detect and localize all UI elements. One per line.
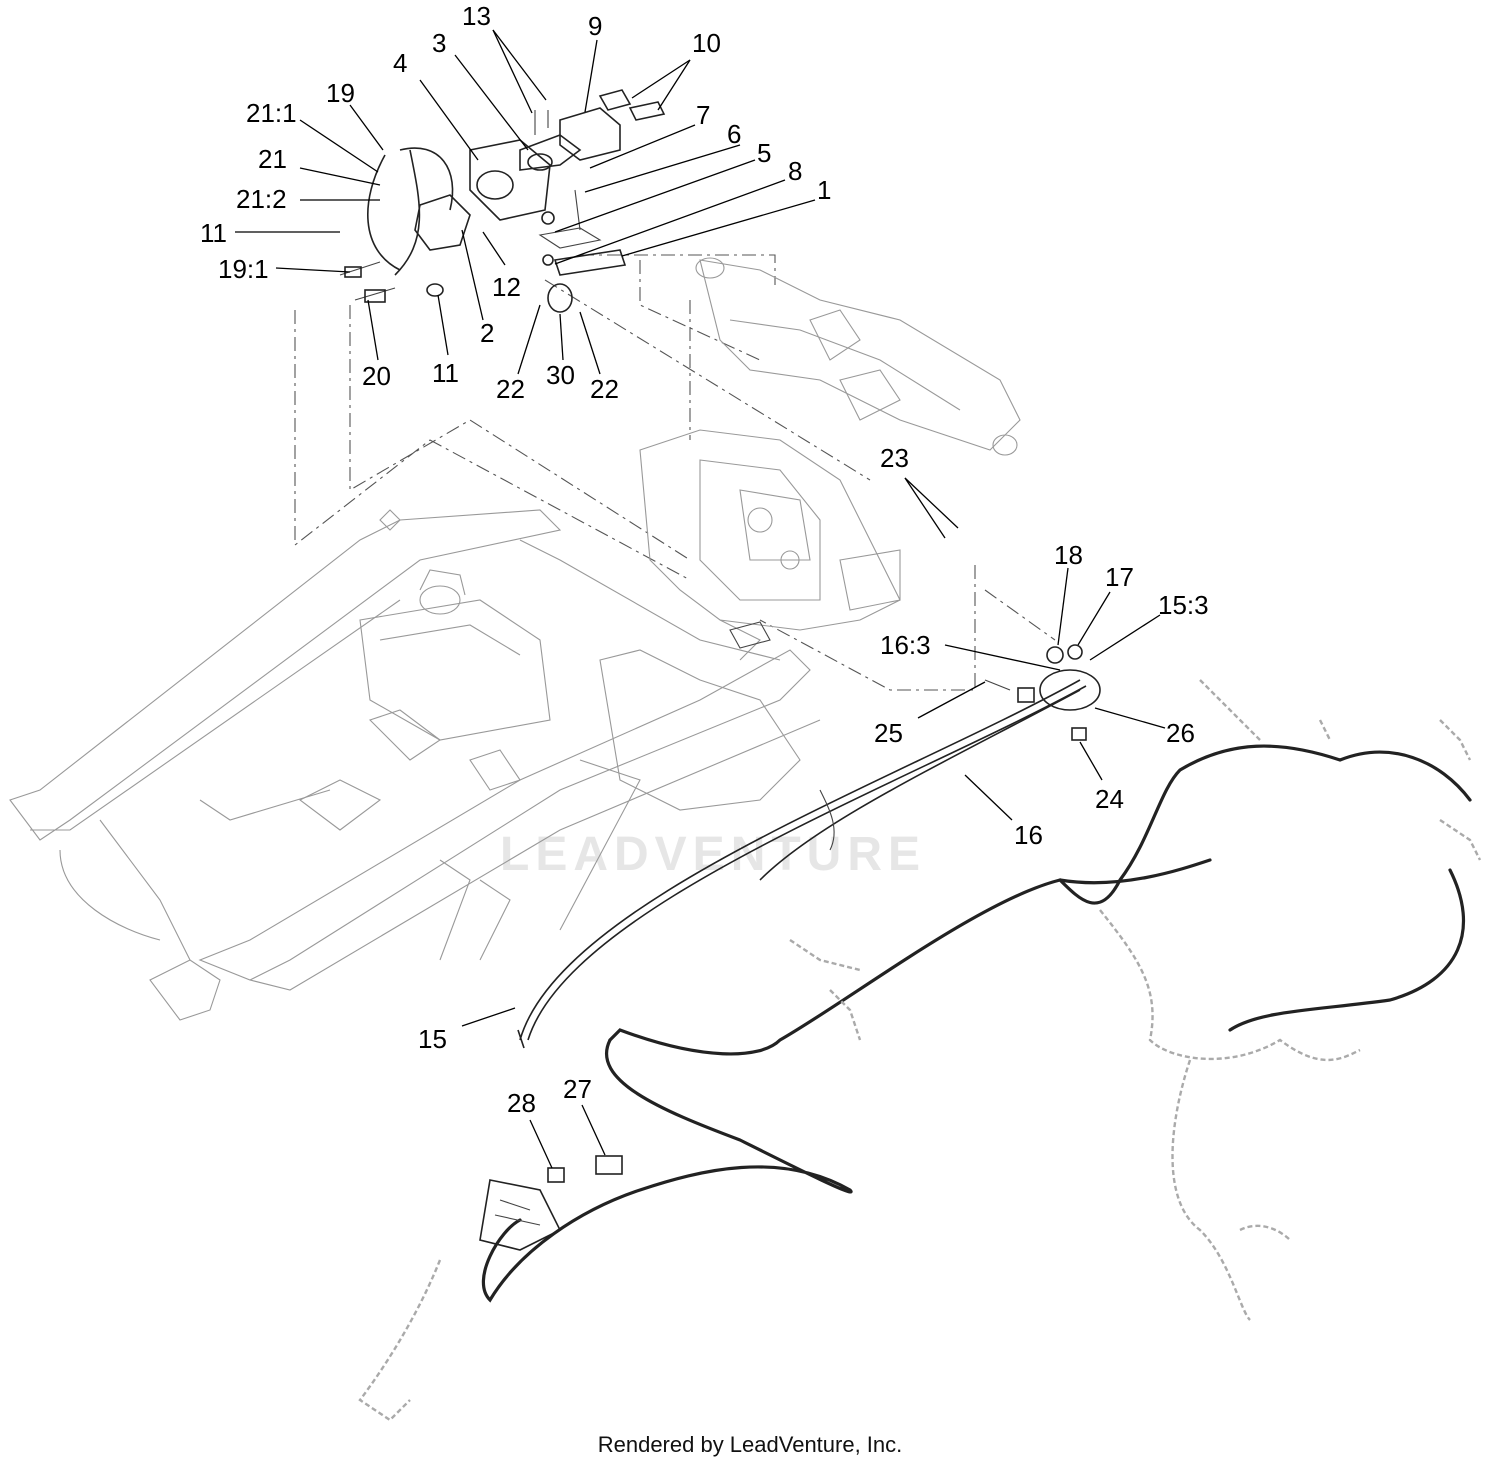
- callout-10: 10: [692, 28, 721, 58]
- wiring-harness: [358, 679, 1482, 1422]
- transmission: [639, 429, 901, 631]
- callout-1: 1: [817, 175, 831, 205]
- callout-19: 19: [326, 78, 355, 108]
- callout-3: 3: [432, 28, 446, 58]
- callout-5: 5: [757, 138, 771, 168]
- footer-credit: Rendered by LeadVenture, Inc.: [597, 1432, 903, 1457]
- callout-12: 12: [492, 272, 521, 302]
- callout-22-left: 22: [496, 374, 525, 404]
- callout-23: 23: [880, 443, 909, 473]
- callout-15-3: 15:3: [1158, 590, 1209, 620]
- callout-4: 4: [393, 48, 407, 78]
- callout-11-top: 11: [200, 218, 227, 248]
- assembly-lines: [294, 254, 1056, 691]
- callout-21: 21: [258, 144, 287, 174]
- callout-17: 17: [1105, 562, 1134, 592]
- callout-18: 18: [1054, 540, 1083, 570]
- callout-20: 20: [362, 361, 391, 391]
- callout-21-2: 21:2: [236, 184, 287, 214]
- callout-26: 26: [1166, 718, 1195, 748]
- callout-30: 30: [546, 360, 575, 390]
- lift-linkage: [695, 257, 1021, 456]
- callout-13: 13: [462, 1, 491, 31]
- cables: [517, 644, 1101, 1049]
- callout-21-1: 21:1: [246, 98, 297, 128]
- leader-lines: [235, 29, 1166, 1169]
- callout-28: 28: [507, 1088, 536, 1118]
- callout-22-right: 22: [590, 374, 619, 404]
- callout-9: 9: [588, 11, 602, 41]
- chassis-frame: [9, 509, 821, 1021]
- callout-7: 7: [696, 100, 710, 130]
- callout-27: 27: [563, 1074, 592, 1104]
- callout-labels: 13 9 10 3 4 7 6 5 8 1 19 21:1 21 21:2 11…: [200, 1, 1209, 1118]
- callout-15: 15: [418, 1024, 447, 1054]
- watermark: LEADVENTURE: [500, 828, 926, 881]
- callout-16-3: 16:3: [880, 630, 931, 660]
- callout-6: 6: [727, 119, 741, 149]
- callout-25: 25: [874, 718, 903, 748]
- callout-11-bottom: 11: [432, 358, 459, 388]
- steering-assembly: [339, 89, 666, 313]
- callout-24: 24: [1095, 784, 1124, 814]
- callout-2: 2: [480, 318, 494, 348]
- callout-19-1: 19:1: [218, 254, 269, 284]
- callout-8: 8: [788, 156, 802, 186]
- callout-16: 16: [1014, 820, 1043, 850]
